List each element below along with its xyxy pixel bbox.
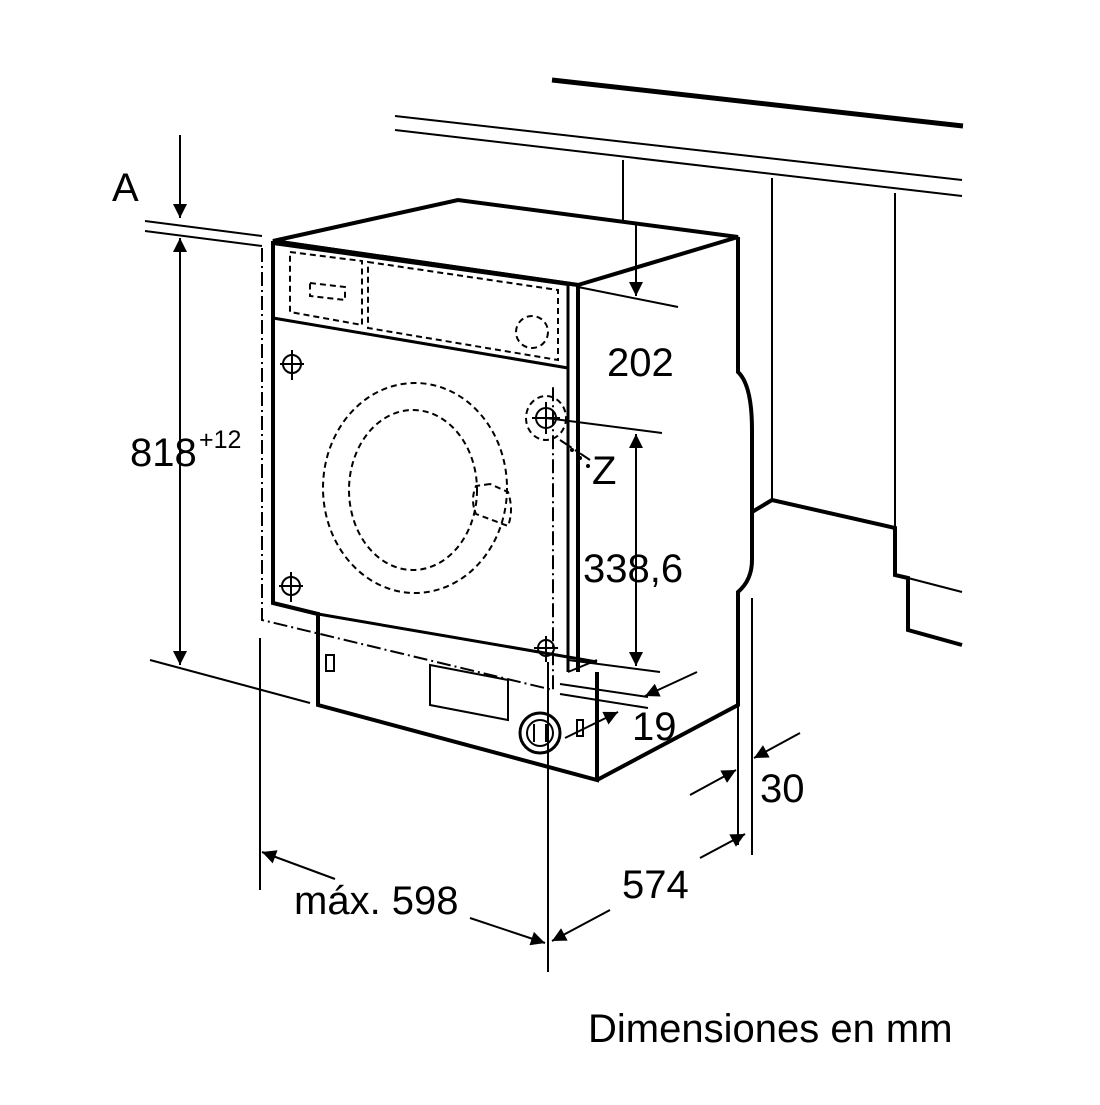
dim-202-ext-top [577, 286, 679, 308]
program-dial [515, 315, 549, 349]
dim-19-arrow-top [644, 671, 698, 697]
cabinet-floor-line [907, 577, 963, 593]
dim-19-ext-2 [559, 693, 649, 709]
z-pointer [570, 448, 590, 468]
mounting-points [279, 350, 560, 662]
dim-a-ext-2 [144, 230, 263, 247]
hinge-circle [525, 395, 567, 441]
dim-30-arrow-left [689, 769, 737, 796]
service-slot [325, 654, 335, 672]
worktop-front-lower [394, 129, 963, 197]
label-338-6: 338,6 [583, 547, 683, 591]
dim-z-ext [545, 417, 663, 434]
water-inlet-icon [518, 711, 562, 755]
front-bottom [567, 659, 598, 673]
filter-flap [429, 663, 509, 722]
mount-point-bottom-left [279, 572, 303, 602]
machine-top [272, 197, 739, 288]
dim-19-ext-1 [559, 683, 649, 698]
worktop-top-line [551, 77, 964, 129]
label-574: 574 [622, 863, 689, 907]
cabinet-plinth [750, 497, 963, 647]
machine-front-left [271, 241, 599, 783]
label-30: 30 [760, 767, 805, 811]
worktop-front-upper [394, 115, 963, 181]
dim-574-arrow-left [551, 909, 611, 942]
front-details [289, 250, 584, 737]
dim-30-arrow-right [753, 732, 801, 759]
door-outer [322, 382, 508, 594]
label-a: A [112, 166, 139, 210]
control-panel-top [272, 243, 569, 286]
dim-818-ext-bottom [149, 659, 311, 704]
control-panel-bottom [272, 316, 569, 370]
outline-left [261, 248, 554, 692]
caption: Dimensiones en mm [588, 1007, 953, 1051]
side-slot [576, 719, 584, 737]
label-max-598: máx. 598 [294, 879, 459, 923]
plinth-top [317, 612, 598, 664]
mount-point-top-left [280, 350, 304, 380]
cabinet [394, 77, 964, 647]
washing-machine [271, 197, 754, 783]
detergent-drawer [289, 250, 363, 327]
machine-side [596, 237, 754, 782]
dim-338-ext-bottom [567, 659, 661, 673]
dim-a-ext-1 [144, 220, 263, 237]
drawer-handle [309, 281, 346, 302]
mount-point-bottom-right [534, 636, 558, 662]
label-818: 818 [130, 431, 197, 475]
control-panel-area [367, 260, 559, 362]
dim-574-arrow-right [699, 833, 746, 859]
machine-front [272, 239, 580, 672]
door-inner [348, 409, 478, 571]
dim-19-arrow-bottom [564, 711, 619, 739]
label-818-tolerance: +12 [199, 426, 241, 454]
label-19: 19 [632, 705, 677, 749]
dimension-lines [144, 135, 801, 972]
dim-598-arrow-right [469, 917, 546, 946]
installation-outline [261, 248, 591, 692]
dim-598-arrow-left [261, 850, 336, 880]
outline-z-link [559, 439, 591, 461]
label-z: Z [592, 449, 616, 493]
label-202: 202 [607, 341, 674, 385]
door-handle [472, 482, 512, 528]
